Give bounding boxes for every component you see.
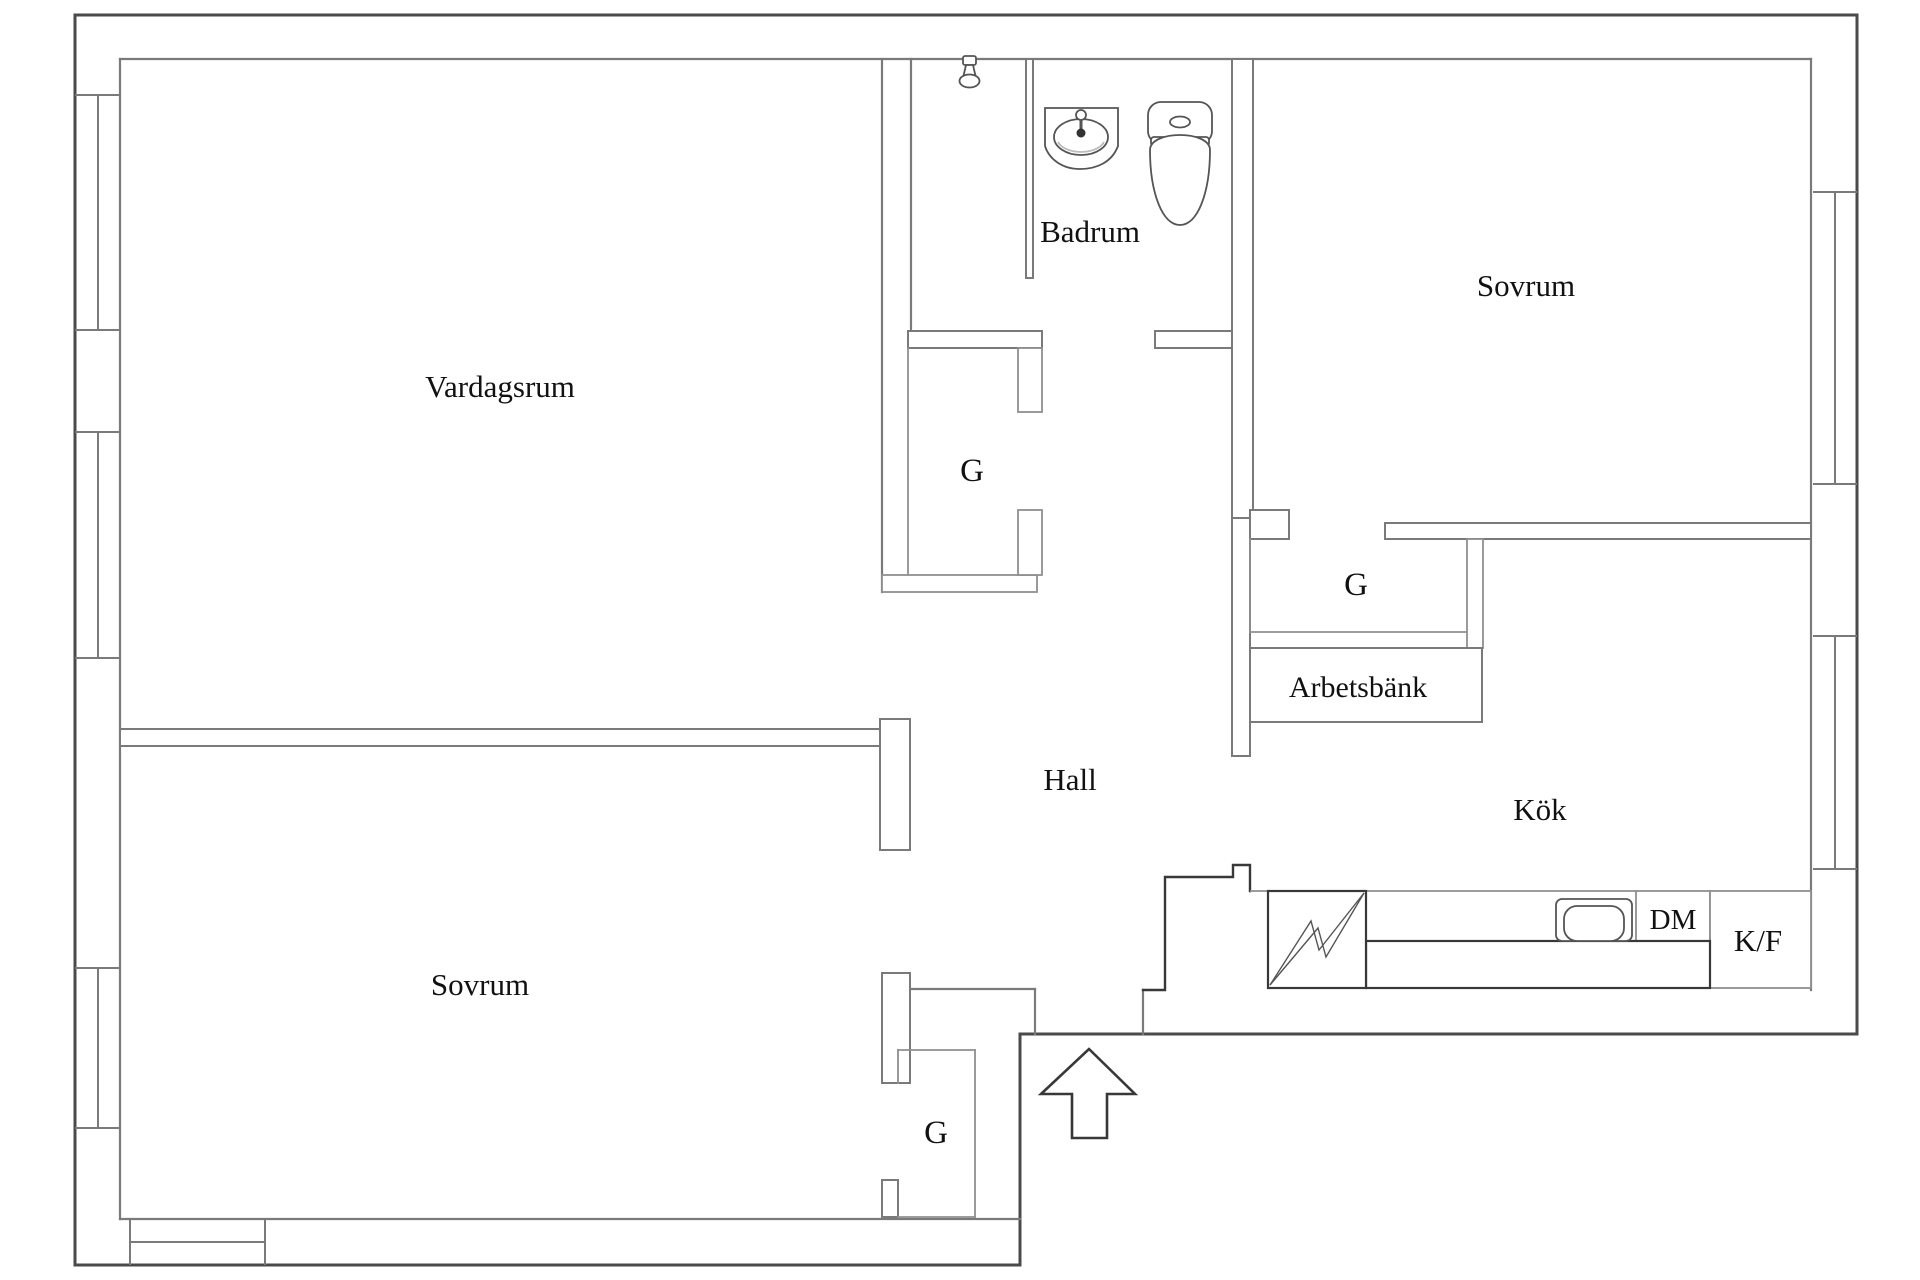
fridge-freezer-label: K/F — [1734, 923, 1782, 958]
room-label-kok: Kök — [1513, 792, 1567, 827]
counter-front — [1364, 939, 1712, 990]
room-labels: Vardagsrum Sovrum Badrum Hall Kök Sovrum… — [425, 214, 1782, 1151]
closet-label-mid: G — [960, 453, 984, 489]
room-label-sovrum-ne: Sovrum — [1477, 268, 1575, 303]
shower-head-icon — [958, 55, 981, 89]
closet-label-ne: G — [1344, 567, 1368, 603]
kitchen-counter — [1250, 889, 1812, 990]
exterior-walls — [73, 13, 1859, 1267]
window-marker — [75, 94, 120, 331]
bathroom-sink — [1044, 107, 1119, 170]
window-marker — [75, 431, 120, 659]
window-markers — [75, 94, 1857, 1265]
workbench-outline — [1249, 647, 1483, 723]
room-label-badrum: Badrum — [1040, 214, 1140, 249]
closet-label-sw: G — [924, 1115, 948, 1151]
kitchen-sink — [1555, 898, 1633, 942]
entrance-arrow — [1037, 1047, 1139, 1140]
fridge-freezer-cell — [1709, 890, 1812, 989]
entry-area-walls — [1141, 863, 1252, 992]
workbench-label: Arbetsbänk — [1289, 671, 1427, 704]
dishwasher-label: DM — [1650, 904, 1697, 936]
room-label-sovrum-sw: Sovrum — [431, 967, 529, 1002]
window-marker — [75, 967, 120, 1129]
room-label-vardagsrum: Vardagsrum — [425, 369, 575, 404]
window-marker — [129, 1219, 266, 1265]
window-marker — [1813, 635, 1857, 870]
stove-symbol — [1266, 889, 1368, 990]
closet-walls — [881, 347, 1484, 1218]
partition-walls — [119, 58, 1812, 1218]
interior-wall-lines — [118, 57, 1813, 1221]
window-marker — [1813, 191, 1857, 485]
toilet — [1147, 101, 1213, 226]
room-label-hall: Hall — [1043, 762, 1096, 797]
